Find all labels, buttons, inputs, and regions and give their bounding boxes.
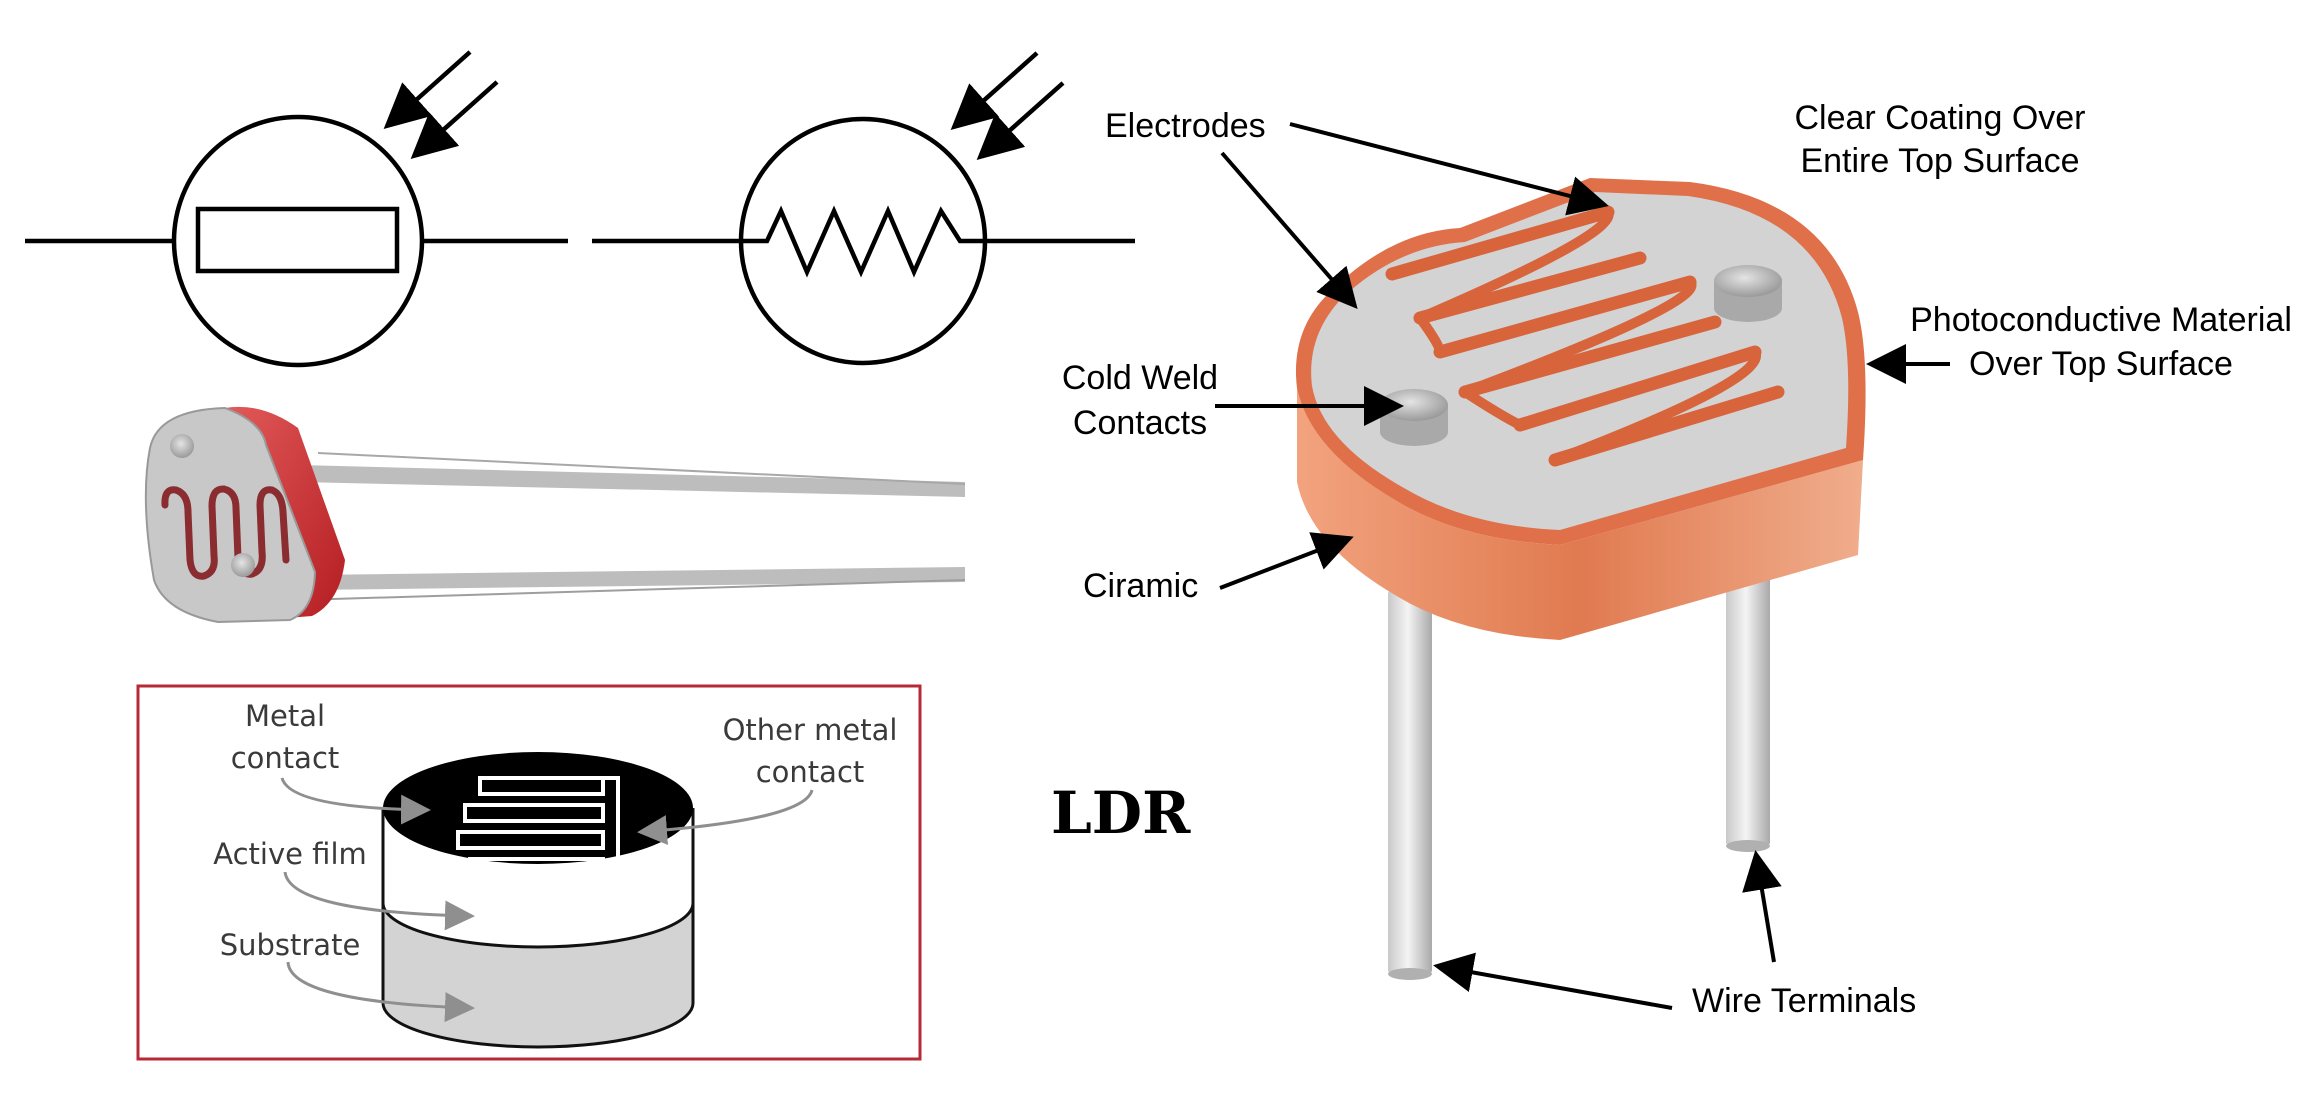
ldr-3d-illustration bbox=[1295, 178, 1866, 980]
ldr-structure-inset: Metal contact Other metal contact Active… bbox=[136, 684, 922, 1061]
active-film-arrow bbox=[283, 871, 475, 931]
electrodes-label: Electrodes bbox=[1105, 107, 1266, 145]
metal-contact-label-line1: Metal bbox=[245, 699, 325, 733]
incident-light-arrows bbox=[950, 51, 1065, 160]
wire-terminal-left bbox=[1388, 590, 1432, 974]
clear-coating-label-line2: Entire Top Surface bbox=[1800, 142, 2079, 180]
electrodes-arrow-left bbox=[1220, 151, 1358, 310]
wire-terminals-arrow-left bbox=[1433, 952, 1673, 1010]
wire-terminals-label: Wire Terminals bbox=[1692, 982, 1916, 1020]
other-metal-contact-label-line1: Other metal bbox=[723, 713, 898, 747]
wire-terminals-arrow-right bbox=[1742, 850, 1782, 963]
ldr-photo bbox=[144, 406, 966, 624]
electrode-track bbox=[1385, 205, 1785, 467]
cold-weld-contact-left bbox=[1380, 389, 1448, 446]
other-metal-contact-label-line2: contact bbox=[756, 755, 865, 789]
cold-weld-contact-right bbox=[1714, 265, 1782, 322]
ceramic-label: Ciramic bbox=[1083, 567, 1198, 605]
ceramic-arrow bbox=[1219, 532, 1354, 590]
electrodes-arrow-right bbox=[1289, 122, 1609, 216]
diagram-title: LDR bbox=[1051, 779, 1191, 847]
other-metal-contact-arrow bbox=[637, 789, 814, 845]
ceramic-body bbox=[1297, 388, 1863, 640]
photoresistor-symbol-zigzag bbox=[592, 51, 1135, 366]
cold-weld-label-line1: Cold Weld bbox=[1062, 359, 1218, 397]
substrate-label: Substrate bbox=[220, 928, 361, 962]
incident-light-arrows bbox=[383, 50, 499, 159]
photoconductive-label-line1: Photoconductive Material bbox=[1910, 301, 2292, 339]
cold-weld-label-line2: Contacts bbox=[1073, 404, 1207, 442]
metal-contact-label-line2: contact bbox=[231, 741, 340, 775]
photoconductive-label-line2: Over Top Surface bbox=[1969, 345, 2233, 383]
wire-terminal-right bbox=[1726, 546, 1770, 846]
active-film-label: Active film bbox=[213, 837, 367, 871]
clear-coating-label-line1: Clear Coating Over bbox=[1794, 99, 2085, 137]
photoresistor-symbol-rectangle bbox=[25, 50, 568, 368]
metal-contact-arrow bbox=[280, 777, 431, 825]
substrate-arrow bbox=[286, 961, 475, 1023]
